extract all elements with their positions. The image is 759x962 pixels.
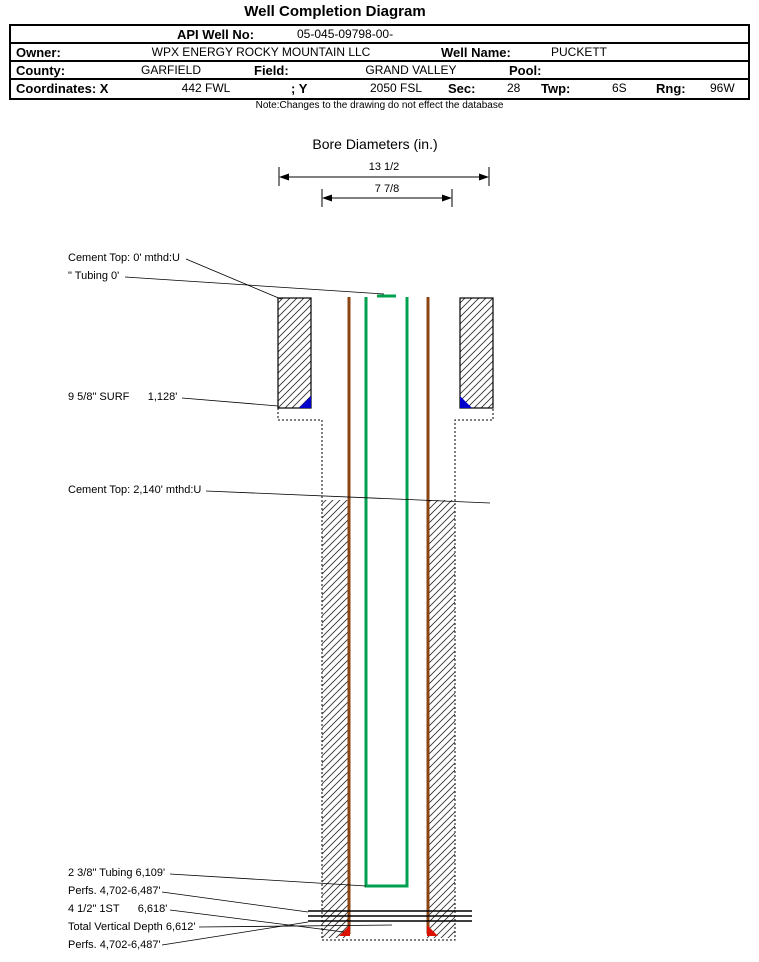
dimension-lines xyxy=(278,167,490,207)
coordinates-x-value: 442 FWL xyxy=(181,81,231,95)
surface-cement-right xyxy=(459,297,494,409)
api-well-no-label: API Well No: xyxy=(177,27,255,42)
borehole-wall xyxy=(277,408,494,941)
bore-diameters-title: Bore Diameters (in.) xyxy=(312,136,438,152)
label-tubing-top: " Tubing 0' xyxy=(68,270,120,282)
label-cement-top-surface: Cement Top: 0' mthd:U xyxy=(68,252,180,264)
leader-lines xyxy=(124,258,491,946)
county-value: GARFIELD xyxy=(140,63,201,77)
dim-arrow-left-outer xyxy=(279,173,289,181)
rng-label: Rng: xyxy=(656,81,686,96)
label-total-vertical-depth: Total Vertical Depth 6,612' xyxy=(68,921,196,933)
label-perfs-lower: Perfs. 4,702-6,487' xyxy=(68,939,161,951)
dim-arrow-right-inner xyxy=(442,194,452,202)
header-row-api: API Well No: 05-045-09798-00- xyxy=(11,26,748,44)
header-row-coordinates: Coordinates: X 442 FWL ; Y 2050 FSL Sec:… xyxy=(11,80,748,98)
surface-cement-left xyxy=(277,297,312,409)
tubing-string xyxy=(364,297,409,888)
county-label: County: xyxy=(16,63,66,78)
coordinates-y-value: 2050 FSL xyxy=(369,81,423,95)
api-well-no-value: 05-045-09798-00- xyxy=(297,27,394,41)
sec-label: Sec: xyxy=(448,81,476,96)
owner-label: Owner: xyxy=(16,45,61,60)
twp-label: Twp: xyxy=(541,81,571,96)
note-text: Note:Changes to the drawing do not effec… xyxy=(255,100,504,111)
bore-inner-diameter-label: 7 7/8 xyxy=(322,183,452,195)
field-value: GRAND VALLEY xyxy=(365,63,457,77)
label-cement-top-production: Cement Top: 2,140' mthd:U xyxy=(68,484,202,496)
coordinates-label: Coordinates: X xyxy=(16,81,109,96)
bore-outer-diameter-label: 13 1/2 xyxy=(279,161,489,173)
page-title: Well Completion Diagram xyxy=(244,3,426,20)
header-row-owner: Owner: WPX ENERGY ROCKY MOUNTAIN LLC Wel… xyxy=(11,44,748,62)
production-cement-right xyxy=(427,500,455,938)
header-table: API Well No: 05-045-09798-00- Owner: WPX… xyxy=(9,24,750,100)
coordinates-y-label: ; Y xyxy=(291,81,308,96)
pool-label: Pool: xyxy=(509,63,542,78)
header-row-county: County: GARFIELD Field: GRAND VALLEY Poo… xyxy=(11,62,748,80)
well-name-label: Well Name: xyxy=(441,45,511,60)
surface-shoe-right xyxy=(460,396,472,408)
production-shoe-left xyxy=(339,925,350,936)
label-perfs-upper: Perfs. 4,702-6,487' xyxy=(68,885,161,897)
production-cement-left xyxy=(322,500,350,938)
label-tubing-depth: 2 3/8" Tubing 6,109' xyxy=(68,867,166,879)
surface-shoe-left xyxy=(299,396,311,408)
sec-value: 28 xyxy=(507,81,521,95)
production-shoe-right xyxy=(427,925,438,936)
twp-value: 6S xyxy=(612,81,627,95)
field-label: Field: xyxy=(254,63,289,78)
dim-arrow-left-inner xyxy=(322,194,332,202)
perforation-lines xyxy=(308,910,472,922)
rng-value: 96W xyxy=(710,81,735,95)
well-name-value: PUCKETT xyxy=(551,45,608,59)
owner-value: WPX ENERGY ROCKY MOUNTAIN LLC xyxy=(151,45,371,59)
label-surface-casing: 9 5/8" SURF 1,128' xyxy=(68,391,178,403)
dim-arrow-right-outer xyxy=(479,173,489,181)
label-production-casing: 4 1/2" 1ST 6,618' xyxy=(68,903,168,915)
